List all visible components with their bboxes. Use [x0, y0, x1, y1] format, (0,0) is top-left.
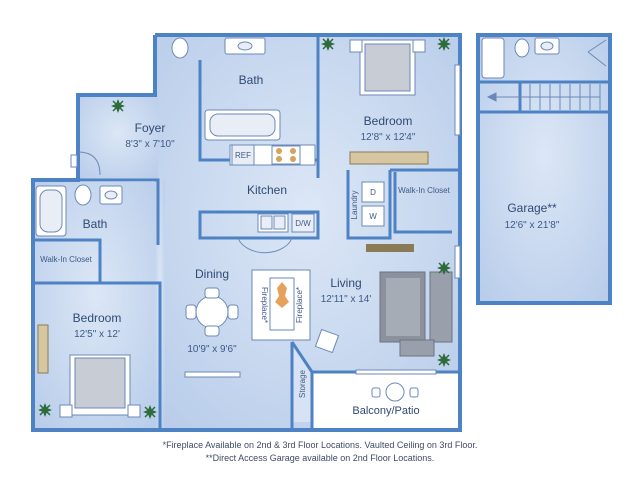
entry-door[interactable]	[70, 151, 101, 176]
footnote-garage: **Direct Access Garage available on 2nd …	[205, 453, 435, 463]
room-label-balcony: Balcony/Patio	[352, 405, 419, 417]
bath-left-fixtures	[35, 184, 123, 237]
storage-floor	[292, 342, 312, 422]
room-label-bedroom-top: Bedroom	[364, 114, 413, 128]
room-label-walkin-right: Walk-In Closet	[398, 186, 450, 195]
appliance-label-refrigerator: REF	[235, 151, 251, 160]
refrigerator-icon	[231, 144, 255, 166]
stove-icon	[271, 145, 301, 165]
bathtub-icon	[481, 37, 505, 79]
fireplace-label-left: Fireplace*	[260, 287, 269, 323]
bath-top-fixtures	[171, 37, 281, 141]
washer-icon	[361, 205, 385, 227]
window-icon	[454, 245, 461, 279]
window-icon	[184, 371, 241, 378]
kitchen-fixtures	[229, 144, 316, 254]
toilet-icon	[74, 184, 92, 206]
dryer-icon	[361, 181, 385, 203]
room-label-kitchen: Kitchen	[247, 183, 287, 197]
room-label-dining: Dining	[195, 267, 229, 281]
dining-set	[184, 287, 241, 378]
plant-icons	[38, 37, 451, 419]
room-dims-living: 12'11" x 14'	[321, 294, 372, 305]
living-furniture	[314, 244, 461, 357]
room-dims-dining: 10'9" x 9'6"	[187, 344, 237, 355]
bed-left	[37, 324, 141, 418]
room-label-bath-left: Bath	[83, 217, 108, 231]
window-icon	[454, 64, 461, 136]
room-dims-bedroom-left: 12'5" x 12'	[74, 329, 120, 340]
sink-icon	[237, 41, 253, 51]
toilet-icon	[171, 37, 189, 59]
tv-stand-icon	[366, 244, 414, 252]
fireplace-label-right: Fireplace*	[295, 287, 304, 323]
footnote-fireplace: *Fireplace Available on 2nd & 3rd Floor …	[162, 440, 478, 450]
room-label-bedroom-left: Bedroom	[73, 311, 122, 325]
room-dims-foyer: 8'3" x 7'10"	[125, 139, 175, 150]
room-label-walkin-left: Walk-In Closet	[40, 255, 92, 264]
fireplace	[251, 269, 311, 341]
bed-top	[349, 39, 461, 165]
sink-icon	[104, 190, 118, 200]
stairs-icon	[486, 84, 601, 110]
appliance-label-washer: W	[369, 212, 377, 221]
room-label-bath-top: Bath	[239, 73, 264, 87]
room-label-storage: Storage	[298, 369, 307, 398]
room-dims-garage: 12'6" x 21'8"	[505, 220, 560, 231]
room-label-living: Living	[330, 276, 361, 290]
toilet-icon	[514, 38, 530, 58]
appliance-label-dishwasher: D/W	[295, 219, 311, 228]
room-dims-bedroom-top: 12'8" x 12'4"	[361, 132, 416, 143]
room-label-foyer: Foyer	[135, 121, 166, 135]
garage	[476, 33, 612, 305]
sink-icon	[540, 41, 554, 51]
dishwasher-icon	[291, 213, 315, 233]
balcony-furniture	[355, 369, 437, 402]
room-label-garage: Garage**	[507, 201, 557, 215]
laundry-label: Laundry	[350, 191, 359, 220]
balcony-floor	[312, 372, 460, 430]
dresser-icon	[349, 151, 429, 165]
appliance-label-dryer: D	[370, 188, 376, 197]
sofa-icon	[429, 271, 453, 343]
dresser-icon	[37, 324, 49, 374]
laundry-fixtures	[361, 181, 385, 227]
